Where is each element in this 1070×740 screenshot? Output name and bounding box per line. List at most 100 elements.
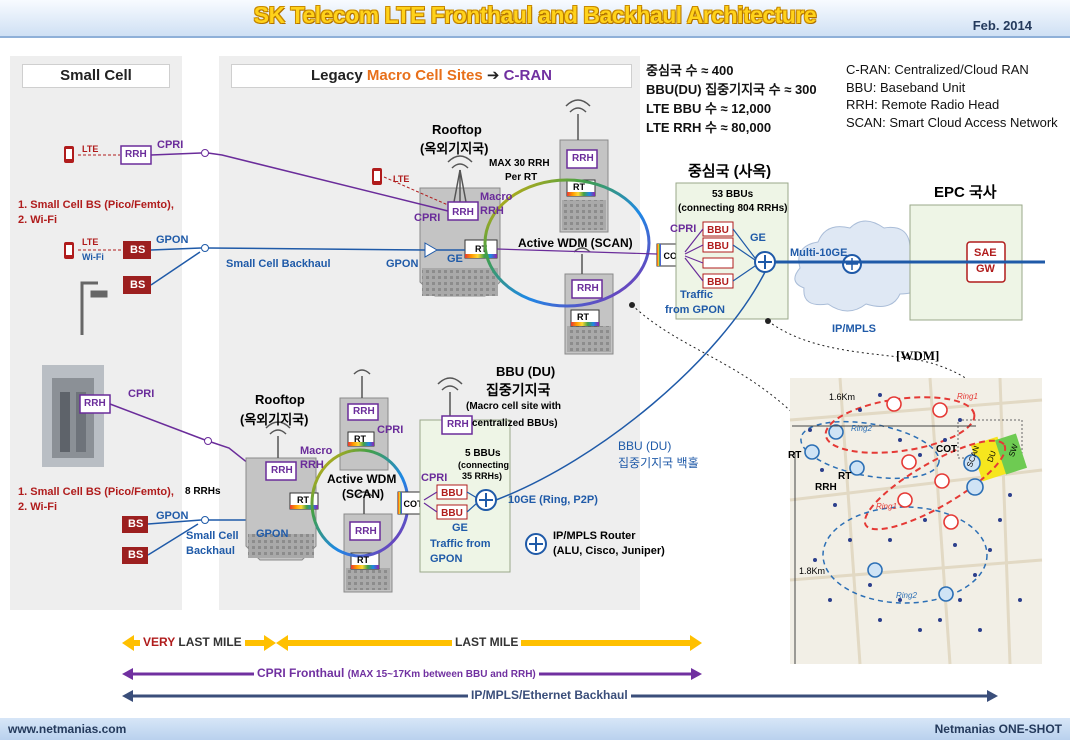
rooftop-top-title2: (옥외기지국) [420, 141, 489, 156]
rt-label: RT [475, 244, 487, 254]
stat-hub-count: 중심국 수 ≈ 400 [646, 63, 734, 78]
small-cell-bs-line1: 1. Small Cell BS (Pico/Femto), [18, 199, 174, 211]
bottom-stack-rrh-label: RRH [353, 406, 375, 417]
central-cpri-label: CPRI [670, 223, 697, 235]
macro-rrh-label: RRH [480, 205, 504, 217]
sae-label: SAE [974, 247, 997, 259]
router-legend-line2: (ALU, Cisco, Juniper) [553, 545, 665, 557]
rooftop-bottom-title1: Rooftop [255, 392, 305, 407]
header-bar [0, 0, 1070, 38]
page-title: SK Telecom LTE Fronthaul and Backhaul Ar… [253, 2, 817, 28]
stat-rrh-count: LTE RRH 수 ≈ 80,000 [646, 120, 772, 135]
phone-icon [64, 146, 74, 163]
rooftop-top-title1: Rooftop [432, 122, 482, 137]
phone-icon [372, 168, 382, 185]
bs-box [123, 241, 151, 259]
ten-ge-label: 10GE (Ring, P2P) [508, 494, 598, 506]
bbu-stack-central: BBU BBU BBU [702, 221, 734, 289]
very-last-mile-label: VERY LAST MILE [140, 635, 245, 649]
bs-box [122, 516, 148, 533]
small-cell-backhaul-label: Small Cell Backhaul [226, 258, 331, 270]
wdm-ring-top [483, 178, 651, 308]
gw-label: GW [976, 263, 995, 275]
footer-site[interactable]: www.netmanias.com [8, 722, 127, 736]
bbu-label: BBU [707, 241, 729, 252]
router-icon [475, 489, 497, 511]
stats-block: 중심국 수 ≈ 400 BBU(DU) 집중기지국 수 ≈ 300 LTE BB… [646, 61, 817, 137]
map-rt-label-2: RT [838, 471, 852, 482]
legacy-title: Legacy Macro Cell Sites ➔ C-RAN [231, 64, 632, 88]
rooftop-gpon-label: GPON [386, 258, 419, 270]
rooftop-bottom-title2: (옥외기지국) [240, 412, 309, 427]
bottom-roof-gpon-label: GPON [256, 528, 289, 540]
backhaul-bar-label: IP/MPLS/Ethernet Backhaul [468, 688, 631, 702]
bbu-label: BBU [441, 508, 463, 519]
bottom-stack-rt-label-2: RT [357, 555, 369, 565]
bottom-backhaul-line2: Backhaul [186, 545, 235, 557]
cpri-fronthaul-label: CPRI Fronthaul (MAX 15~17Km between BBU … [254, 666, 539, 680]
map-ring2-label: Ring2 [851, 424, 872, 433]
wdm-top-label: Active WDM (SCAN) [518, 236, 633, 250]
central-traffic-line2: from GPON [665, 304, 725, 316]
bs-label-2: BS [130, 279, 146, 291]
map-distance-2: 1.8Km [799, 566, 826, 576]
small-cell-bs-line2: 2. Wi-Fi [18, 214, 58, 226]
central-office-title: 중심국 (사옥) [688, 163, 772, 180]
rrh-stack-hub [437, 377, 473, 435]
bbu-backhaul-line1: BBU (DU) [618, 439, 672, 453]
stack-rt-label-2: RT [577, 312, 589, 322]
lte-label-2: LTE [82, 237, 99, 247]
ip-mpls-label: IP/MPLS [832, 323, 877, 335]
bottom-rt-label: RT [297, 495, 309, 505]
wdm-bottom-label1: Active WDM [327, 472, 397, 486]
map-rrh-label: RRH [815, 482, 837, 493]
central-ge-label: GE [750, 232, 766, 244]
bbu-hub-backhaul-link [495, 271, 766, 501]
wdm-bottom-label2: (SCAN) [342, 487, 384, 501]
bbu-hub-title1: BBU (DU) [496, 364, 556, 379]
central-bbus-note: (connecting 804 RRHs) [678, 203, 788, 214]
date-label: Feb. 2014 [972, 18, 1032, 33]
bbu-hub-ge-label: GE [452, 522, 468, 534]
eight-rrhs-label: 8 RRHs [185, 486, 221, 497]
per-rt-label: Per RT [505, 172, 538, 183]
footer-brand: Netmanias ONE-SHOT [934, 722, 1062, 736]
map-distance-1: 1.6Km [829, 392, 856, 402]
rrh-stack-bottom-2 [343, 491, 393, 593]
footer-bar [0, 718, 1070, 740]
legend-bbu: BBU: Baseband Unit [846, 79, 966, 95]
map-ring2-label-2: Ring2 [896, 591, 917, 600]
rrh-stack-top-1 [559, 99, 609, 233]
bs-box [122, 547, 148, 564]
bottom-bs-line2: 2. Wi-Fi [18, 501, 58, 513]
street-lamp-icon [80, 281, 108, 335]
bs-box [123, 276, 151, 294]
gpon-label: GPON [156, 234, 189, 246]
bottom-backhaul-line1: Small Cell [186, 530, 239, 542]
rooftop-lte-label: LTE [393, 174, 410, 184]
bottom-cpri-label: CPRI [128, 388, 155, 400]
bottom-gpon-label: GPON [156, 510, 189, 522]
bbu-hub-sub2: centralized BBUs) [472, 418, 558, 429]
router-icon [754, 251, 776, 273]
epc-title: EPC 국사 [934, 184, 997, 201]
bottom-macro-label: Macro [300, 445, 333, 457]
rooftop-cpri-label: CPRI [414, 212, 441, 224]
legend-cran: C-RAN: Centralized/Cloud RAN [846, 62, 1029, 77]
legend-block: C-RAN: Centralized/Cloud RAN BBU: Baseba… [846, 61, 1058, 131]
bbu-label: BBU [441, 488, 463, 499]
bbu-hub-traffic2: GPON [430, 553, 463, 565]
rooftop-bottom [245, 421, 319, 561]
architecture-diagram: RRH RT COT BBU BBU BBU [42, 99, 1045, 702]
bbu-hub-traffic1: Traffic from [430, 538, 491, 550]
map-wdm-label: [WDM] [896, 348, 940, 363]
bbu-label: BBU [707, 277, 729, 288]
bottom-cpri-stack-label: CPRI [377, 424, 404, 436]
cpri-label: CPRI [157, 139, 184, 151]
bbu-label: BBU [707, 225, 729, 236]
bottom-bs-label-2: BS [128, 549, 144, 561]
bs-label: BS [130, 244, 146, 256]
bbu-backhaul-line2: 집중기지국 백홀 [618, 456, 699, 470]
bottom-bs-label: BS [128, 518, 144, 530]
router-legend-line1: IP/MPLS Router [553, 530, 636, 542]
